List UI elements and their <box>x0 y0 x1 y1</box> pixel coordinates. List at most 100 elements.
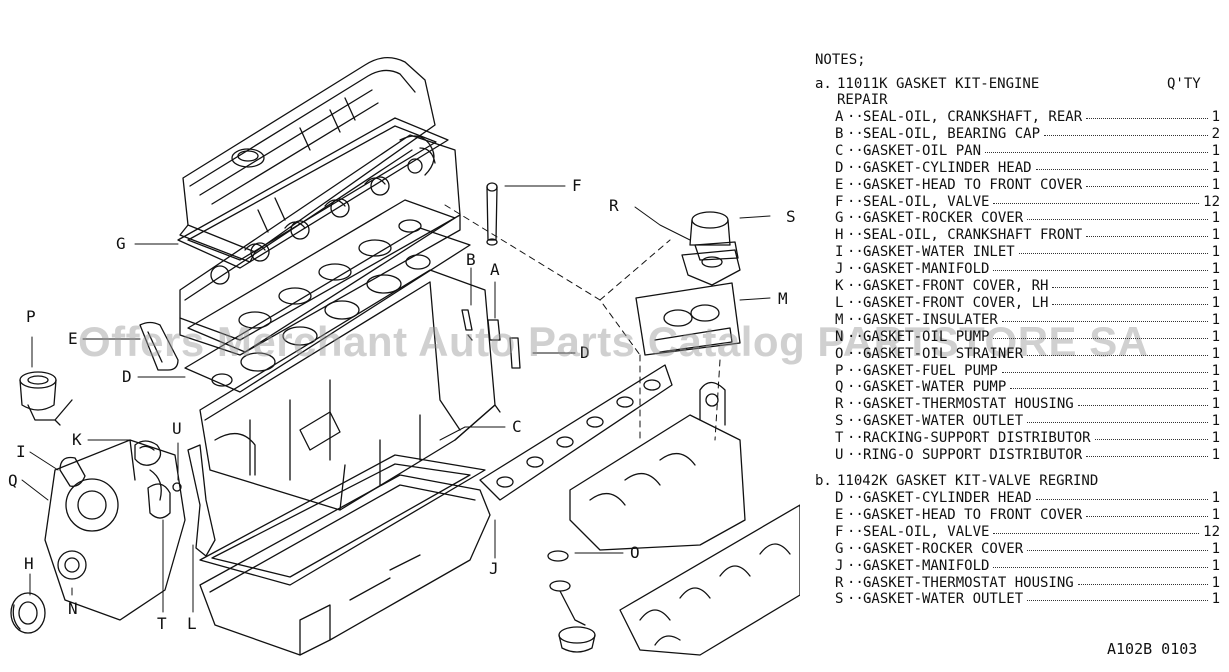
part-description: SEAL-OIL, CRANKSHAFT FRONT <box>863 227 1083 244</box>
part-quantity: 1 <box>1211 311 1220 328</box>
qty-leader-line <box>1019 253 1208 255</box>
part-description: GASKET-WATER OUTLET <box>863 591 1024 608</box>
fuel-pump <box>19 371 73 426</box>
part-key: D <box>835 159 844 176</box>
part-description: GASKET-ROCKER COVER <box>863 540 1024 557</box>
bearing-cap-seal <box>461 309 473 341</box>
callout-S: S <box>786 207 796 226</box>
part-description: GASKET-THERMOSTAT HOUSING <box>863 396 1074 413</box>
part-key: J <box>835 557 844 574</box>
kit-a-title-line2: REPAIR <box>837 92 888 108</box>
front-cover-rh-gasket <box>147 483 171 519</box>
qty-header: Q'TY <box>1167 76 1201 92</box>
leader-dots-icon: ··· <box>847 591 873 608</box>
qty-leader-line <box>1086 515 1208 517</box>
part-key: R <box>835 396 844 413</box>
part-quantity: 1 <box>1211 345 1220 362</box>
callout-leaders <box>21 185 771 613</box>
part-key: F <box>835 193 844 210</box>
qty-leader-line <box>1086 185 1208 187</box>
part-quantity: 1 <box>1211 244 1220 261</box>
assembly-guide-lines <box>444 204 721 441</box>
qty-leader-line <box>1036 168 1208 170</box>
part-key: T <box>835 430 844 447</box>
part-quantity: 1 <box>1211 159 1220 176</box>
callout-H: H <box>24 554 34 573</box>
leader-dots-icon: ··· <box>847 109 873 125</box>
leader-dots-icon: ··· <box>847 506 873 523</box>
part-key: E <box>835 506 844 523</box>
qty-leader-line <box>985 151 1208 153</box>
qty-leader-line <box>1086 236 1208 238</box>
leader-dots-icon: ··· <box>847 413 873 430</box>
leader-dots-icon: ··· <box>847 159 873 176</box>
support-distributor-o-ring <box>172 482 182 492</box>
part-key: Q <box>835 379 844 396</box>
part-quantity: 1 <box>1211 176 1220 193</box>
leader-dots-icon: ··· <box>847 311 873 328</box>
part-key: A <box>835 109 844 125</box>
qty-leader-line <box>993 566 1208 568</box>
part-description: GASKET-INSULATER <box>863 311 998 328</box>
notes-heading: NOTES; <box>815 52 866 68</box>
qty-leader-line <box>1078 583 1208 585</box>
water-pump-gasket <box>134 440 162 466</box>
qty-leader-line <box>993 202 1199 204</box>
part-description: SEAL-OIL, VALVE <box>863 523 990 540</box>
part-description: GASKET-MANIFOLD <box>863 557 990 574</box>
callout-T: T <box>157 614 167 633</box>
part-key: U <box>835 447 844 463</box>
part-key: S <box>835 413 844 430</box>
leader-dots-icon: ··· <box>847 574 873 591</box>
part-quantity: 1 <box>1211 109 1220 125</box>
leader-dots-icon: ··· <box>847 430 873 447</box>
part-description: GASKET-CYLINDER HEAD <box>863 159 1032 176</box>
head-front-cover-gasket <box>139 321 179 371</box>
kit-b-prefix: b. <box>815 473 832 489</box>
intake-manifold <box>569 381 746 551</box>
part-key: D <box>835 490 844 506</box>
exploded-engine-illustration <box>10 57 800 656</box>
callout-D: D <box>122 367 132 386</box>
part-quantity: 1 <box>1211 294 1220 311</box>
callout-Q: Q <box>8 471 18 490</box>
callout-U: U <box>172 419 182 438</box>
callout-J: J <box>489 559 499 578</box>
kit-a-prefix: a. <box>815 76 832 92</box>
part-quantity: 1 <box>1211 413 1220 430</box>
callout-R: R <box>609 196 619 215</box>
oil-strainer <box>547 550 596 653</box>
part-description: RING-O SUPPORT DISTRIBUTOR <box>863 447 1083 463</box>
thermostat-housing <box>681 211 741 286</box>
crankshaft-front-seal <box>10 592 46 634</box>
part-quantity: 1 <box>1211 210 1220 227</box>
rocker-cover-gasket <box>177 117 449 269</box>
part-description: GASKET-WATER PUMP <box>863 379 1007 396</box>
qty-leader-line <box>1095 439 1208 441</box>
qty-leader-line <box>1052 287 1208 288</box>
callout-O: O <box>630 543 640 562</box>
qty-leader-line <box>1027 422 1208 424</box>
exhaust-manifold <box>619 504 800 656</box>
part-key: L <box>835 294 844 311</box>
callout-A: A <box>490 260 500 279</box>
part-key: S <box>835 591 844 608</box>
leader-dots-icon: ··· <box>847 278 873 294</box>
qty-leader-line <box>1010 388 1208 390</box>
kit-a-title: 11011K GASKET KIT-ENGINE <box>837 76 1040 92</box>
part-key: G <box>835 540 844 557</box>
